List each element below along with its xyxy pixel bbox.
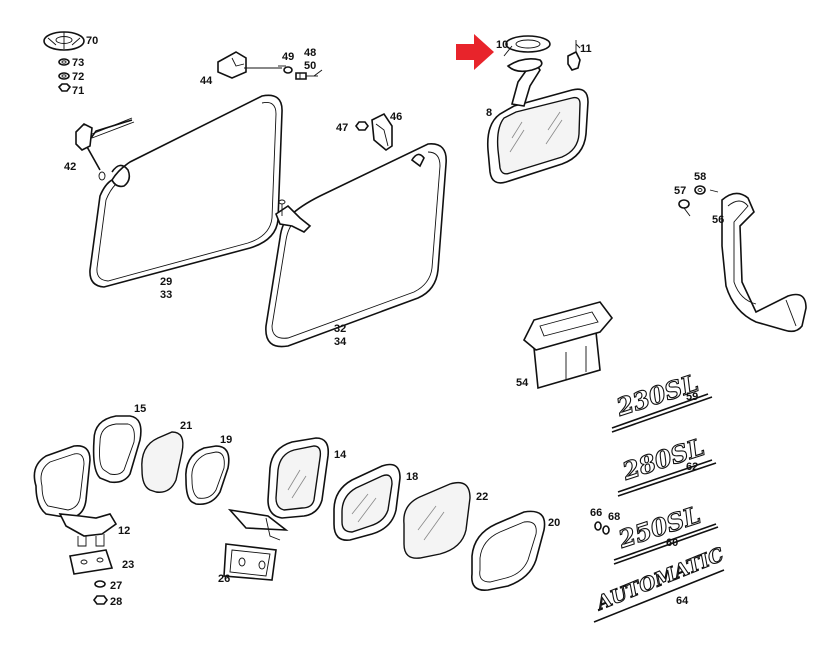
- label-62: 62: [686, 461, 698, 473]
- clip-68: [602, 525, 610, 535]
- screw-57: [678, 199, 691, 217]
- label-47: 47: [336, 122, 348, 134]
- washer-72: [58, 72, 70, 80]
- label-71: 71: [72, 85, 84, 97]
- badge-250sl-text: 250SL: [614, 500, 704, 554]
- label-42: 42: [64, 161, 76, 173]
- label-20: 20: [548, 517, 560, 529]
- label-14: 14: [334, 449, 347, 461]
- indicator-arrow: [456, 34, 494, 70]
- frame-20: [471, 510, 546, 591]
- label-54: 54: [516, 377, 529, 389]
- label-59: 59: [686, 391, 698, 403]
- glass-21: [141, 431, 184, 493]
- screw-11: [567, 40, 581, 71]
- label-73: 73: [72, 57, 84, 69]
- label-34: 34: [334, 336, 347, 348]
- washer-73: [58, 58, 70, 66]
- label-32: 32: [334, 323, 346, 335]
- label-27: 27: [110, 580, 122, 592]
- mirror-base-26: [223, 543, 277, 581]
- label-64: 64: [676, 595, 689, 607]
- label-50: 50: [304, 60, 316, 72]
- label-72: 72: [72, 71, 84, 83]
- nut-28: [93, 595, 108, 605]
- label-46: 46: [390, 111, 402, 123]
- label-44: 44: [200, 75, 213, 87]
- label-23: 23: [122, 559, 134, 571]
- visor-clip-42: [75, 117, 135, 151]
- visor-hinge: [275, 199, 312, 233]
- label-12: 12: [118, 525, 130, 537]
- label-57: 57: [674, 185, 686, 197]
- grab-handle-56: [721, 192, 807, 333]
- exterior-mirror-12: [33, 444, 118, 547]
- label-70: 70: [86, 35, 98, 47]
- clip-66: [594, 521, 602, 531]
- part-labels: 70 73 72 71 44 49 48 50 42 29 33 47 46 3…: [64, 35, 724, 608]
- frame-15: [92, 415, 142, 484]
- label-22: 22: [476, 491, 488, 503]
- part-cap-70: [43, 31, 85, 51]
- label-68: 68: [608, 511, 620, 523]
- frame-19: [185, 445, 230, 506]
- sun-visor-left: [85, 94, 283, 288]
- label-15: 15: [134, 403, 146, 415]
- label-11: 11: [580, 43, 592, 55]
- label-48: 48: [304, 47, 316, 59]
- label-58: 58: [694, 171, 706, 183]
- label-49: 49: [282, 51, 294, 63]
- label-19: 19: [220, 434, 232, 446]
- glass-22: [403, 481, 471, 559]
- leader-lines: [278, 43, 719, 193]
- label-29: 29: [160, 276, 172, 288]
- badge-automatic-64: AUTOMATIC: [591, 543, 727, 623]
- label-66: 66: [590, 507, 602, 519]
- badge-280sl-62: 280SL: [617, 432, 717, 497]
- sun-visor-right: [265, 143, 447, 348]
- nut-47: [355, 121, 369, 131]
- screw-48-50: [295, 72, 318, 80]
- clip-46: [371, 112, 393, 151]
- visor-bracket-44: [217, 51, 282, 79]
- label-21: 21: [180, 420, 192, 432]
- washer-27: [94, 580, 106, 588]
- label-28: 28: [110, 596, 122, 608]
- label-18: 18: [406, 471, 418, 483]
- label-8: 8: [486, 107, 492, 119]
- badge-automatic-text: AUTOMATIC: [592, 544, 727, 616]
- label-33: 33: [160, 289, 172, 301]
- ashtray-54: [523, 301, 614, 390]
- washer-49: [283, 66, 293, 74]
- gasket-23: [69, 549, 114, 575]
- label-56: 56: [712, 214, 724, 226]
- label-60: 60: [666, 537, 678, 549]
- rearview-mirror-8: [486, 88, 589, 184]
- washer-58: [694, 185, 706, 195]
- mirror-14: [227, 437, 330, 541]
- mirror-18: [333, 463, 401, 541]
- label-10: 10: [496, 39, 508, 51]
- badge-280sl-text: 280SL: [618, 432, 708, 486]
- mirror-base-10: [505, 35, 551, 53]
- nut-71: [57, 83, 72, 92]
- mirror-arm: [506, 58, 543, 107]
- label-26: 26: [218, 573, 230, 585]
